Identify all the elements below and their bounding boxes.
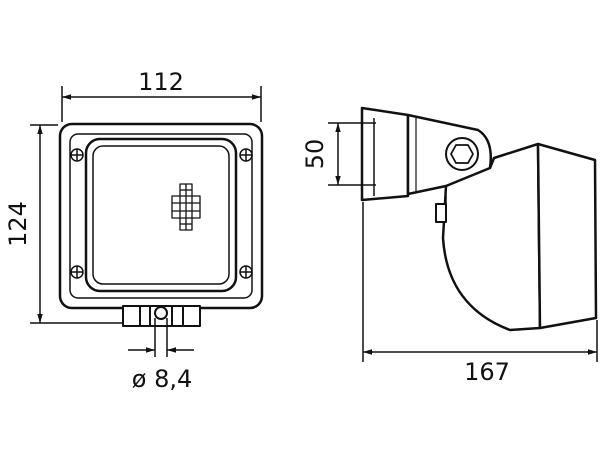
lamp-center-mark-icon [171,183,201,231]
front-view [58,122,264,327]
side-depth-label: 167 [464,358,510,386]
front-height-label: 124 [4,201,32,247]
side-view [360,106,598,332]
front-dimensions [30,86,262,357]
front-lens-inner [92,145,230,285]
side-bracket-label: 50 [301,139,329,170]
screw-icon [70,148,253,279]
front-lens-outer [84,137,238,293]
front-width-label: 112 [138,68,184,96]
mount-hole-label: ø 8,4 [132,365,192,393]
side-dimensions [328,122,598,362]
side-mount-flange [360,106,410,202]
pivot-bolt-icon [445,137,479,171]
side-lens [536,142,598,330]
front-bezel [69,133,253,299]
front-housing [58,122,264,310]
mount-bracket [122,305,201,327]
side-connector [435,203,447,223]
